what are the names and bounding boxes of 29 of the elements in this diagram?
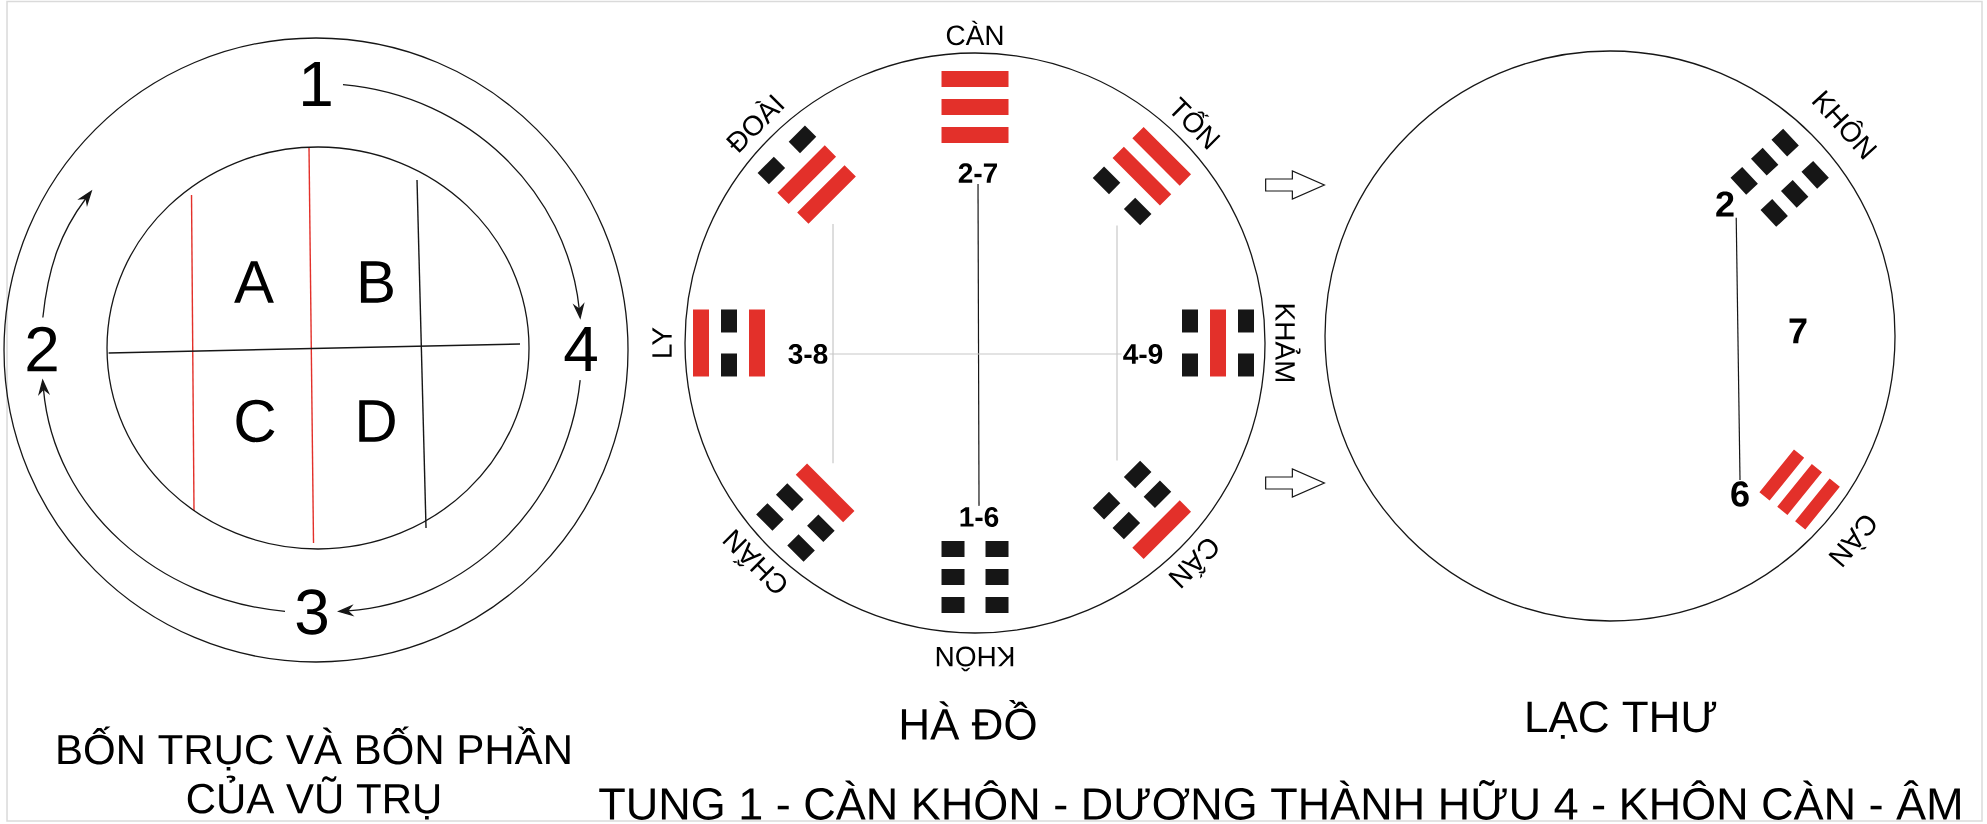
number-label: 4-9 <box>1123 344 1163 364</box>
circle-label: LẠC THƯ <box>1527 701 1717 739</box>
circle-label: BỐN TRỤC VÀ BỐN PHẦN CỦA VŨ TRỤ <box>58 726 570 820</box>
caption: TUNG 1 - CÀN KHÔN - DƯƠNG THÀNH HỮU 4 - KHÔN CÀN - ÂM <box>599 780 1960 820</box>
number-label: 6 <box>1731 481 1749 507</box>
number-label: 4 <box>564 326 597 371</box>
number-label: 7 <box>1789 318 1807 344</box>
trigram-label: KHẢM <box>1275 304 1301 382</box>
circle-label: HÀ ĐỒ <box>901 700 1036 740</box>
number-label: 3-8 <box>788 344 828 364</box>
number-label: 2 <box>27 326 57 372</box>
number-label: 3 <box>296 589 327 635</box>
connector-line <box>1735 217 1741 481</box>
quadrant-letter: B <box>360 261 393 303</box>
quadrant-letter: A <box>234 261 274 303</box>
trigram-label: CÀN <box>946 20 1003 46</box>
trigram-label: KHÔN <box>936 646 1014 672</box>
hollow-arrow <box>1265 468 1326 498</box>
connector-line <box>977 183 980 507</box>
trigram-label: LY <box>652 327 672 357</box>
number-label: 1-6 <box>960 507 999 527</box>
connector-line <box>832 223 834 464</box>
quadrant-letter: D <box>359 400 395 442</box>
number-label: 2 <box>1716 191 1734 217</box>
number-label: 1 <box>303 61 331 106</box>
connector-line <box>1116 224 1118 462</box>
hollow-arrow <box>1265 170 1326 200</box>
quadrant-letter: C <box>236 399 275 443</box>
number-label: 2-7 <box>958 163 997 183</box>
